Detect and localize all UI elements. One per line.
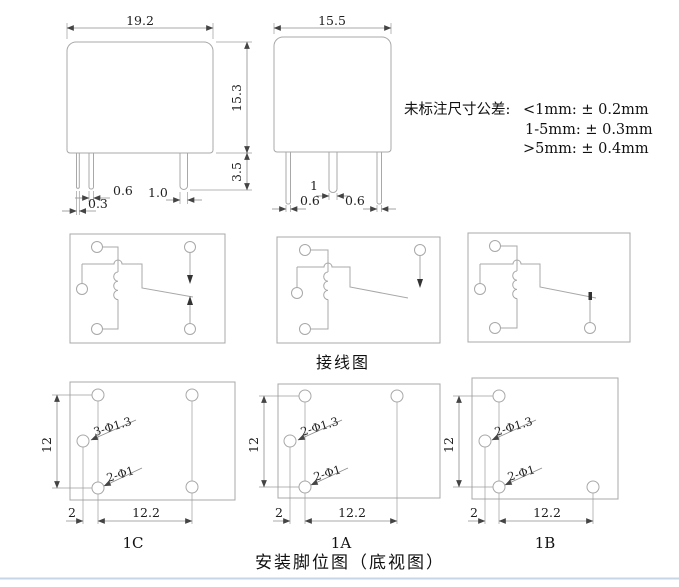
dim-2: 2 bbox=[470, 505, 478, 520]
dim-12-2: 12.2 bbox=[132, 505, 160, 520]
pin-circle bbox=[299, 323, 311, 335]
pin-circle bbox=[584, 322, 596, 334]
variant-label-1c: 1C bbox=[122, 534, 143, 552]
coil-symbol bbox=[323, 271, 329, 301]
dim-12-2: 12.2 bbox=[338, 505, 366, 520]
mount-hole bbox=[91, 481, 105, 495]
hole-note-bottom: 2-Φ1 bbox=[312, 462, 343, 484]
mount-hole bbox=[492, 480, 506, 494]
footprint-1a: 12 2 12.2 2-Φ1.3 2-Φ1 1A bbox=[246, 383, 441, 552]
dim-pin-mid-b: 1 bbox=[310, 178, 318, 193]
pin-circle bbox=[299, 244, 311, 256]
dim-pin3-width-a: 1.0 bbox=[148, 185, 168, 200]
pin-circle bbox=[414, 244, 426, 256]
pin-circle bbox=[474, 283, 486, 295]
pin-a2 bbox=[88, 153, 94, 190]
contact-arrow-down bbox=[417, 279, 423, 288]
tolerance-line-3: >5mm: ± 0.4mm bbox=[523, 141, 649, 157]
contact-arrow-up bbox=[187, 296, 193, 305]
wiring-caption: 接线图 bbox=[316, 353, 370, 372]
pin-circle bbox=[91, 323, 103, 335]
pin-circle bbox=[91, 241, 103, 253]
pin-circle bbox=[489, 240, 501, 252]
dim-pin-length-a: 3.5 bbox=[229, 162, 244, 182]
relay-body-a bbox=[66, 41, 214, 154]
pin-circle bbox=[291, 287, 303, 299]
hole-note-bottom: 2-Φ1 bbox=[506, 462, 537, 484]
hole-note-bottom: 2-Φ1 bbox=[105, 463, 136, 485]
mount-hole bbox=[390, 389, 404, 403]
tolerance-line-2: 1-5mm: ± 0.3mm bbox=[525, 122, 653, 138]
dim-12-2: 12.2 bbox=[533, 505, 561, 520]
dim-2: 2 bbox=[68, 505, 76, 520]
contact-arrow-down bbox=[187, 275, 193, 284]
variant-label-1a: 1A bbox=[331, 534, 352, 552]
front-view-a: 19.2 15.3 3.5 0.6 0.3 1.0 bbox=[62, 13, 252, 215]
pin-circle bbox=[184, 241, 196, 253]
mount-hole bbox=[185, 480, 199, 494]
mount-hole bbox=[91, 388, 105, 402]
dim-width-b: 15.5 bbox=[318, 13, 346, 28]
dim-12: 12 bbox=[441, 437, 456, 453]
dim-pin-left-b: 0.6 bbox=[300, 193, 320, 208]
tolerance-note: 未标注尺寸公差: <1mm: ± 0.2mm 1-5mm: ± 0.3mm >5… bbox=[404, 101, 653, 157]
coil-symbol bbox=[113, 271, 119, 301]
pin-b1 bbox=[285, 152, 291, 205]
dim-12: 12 bbox=[39, 437, 54, 453]
pin-a1 bbox=[76, 153, 80, 189]
dim-height-a: 15.3 bbox=[229, 84, 244, 112]
wiring-diagram-1a bbox=[276, 236, 441, 344]
mount-hole bbox=[283, 434, 297, 448]
wiring-diagram-1b bbox=[467, 232, 631, 343]
mount-hole bbox=[298, 389, 312, 403]
coil-symbol bbox=[512, 270, 518, 300]
tolerance-title: 未标注尺寸公差: bbox=[404, 101, 510, 118]
dim-12: 12 bbox=[246, 437, 261, 453]
dim-width-a: 19.2 bbox=[126, 13, 154, 28]
dim-pin2-width-a: 0.6 bbox=[113, 183, 133, 198]
mount-hole bbox=[76, 434, 90, 448]
variant-label-1b: 1B bbox=[535, 534, 556, 552]
pin-b2 bbox=[328, 152, 338, 193]
pin-a3 bbox=[179, 153, 188, 190]
footprint-caption: 安装脚位图（底视图） bbox=[255, 553, 445, 573]
nc-contact-mark bbox=[588, 292, 592, 300]
relay-body-b bbox=[273, 36, 392, 153]
pin-circle bbox=[184, 323, 196, 335]
footprint-1c: 12 2 12.2 3-Φ1.3 2-Φ1 1C bbox=[39, 381, 236, 552]
pin-circle bbox=[489, 322, 501, 334]
pin-b3 bbox=[376, 152, 382, 205]
tolerance-line-1: <1mm: ± 0.2mm bbox=[523, 102, 649, 118]
front-view-b: 15.5 1 0.6 0.6 bbox=[272, 13, 396, 212]
footprint-1b: 12 2 12.2 2-Φ1.3 2-Φ1 1B bbox=[441, 377, 619, 552]
mount-hole bbox=[185, 388, 199, 402]
pin-circle bbox=[76, 283, 88, 295]
mount-hole bbox=[298, 480, 312, 494]
dim-pin-right-b: 0.6 bbox=[345, 193, 365, 208]
dim-2: 2 bbox=[275, 505, 283, 520]
mount-hole bbox=[478, 434, 492, 448]
wiring-diagram-1c bbox=[69, 233, 226, 344]
mount-hole bbox=[586, 480, 600, 494]
mount-hole bbox=[492, 389, 506, 403]
dim-pin1-width-a: 0.3 bbox=[88, 196, 108, 211]
